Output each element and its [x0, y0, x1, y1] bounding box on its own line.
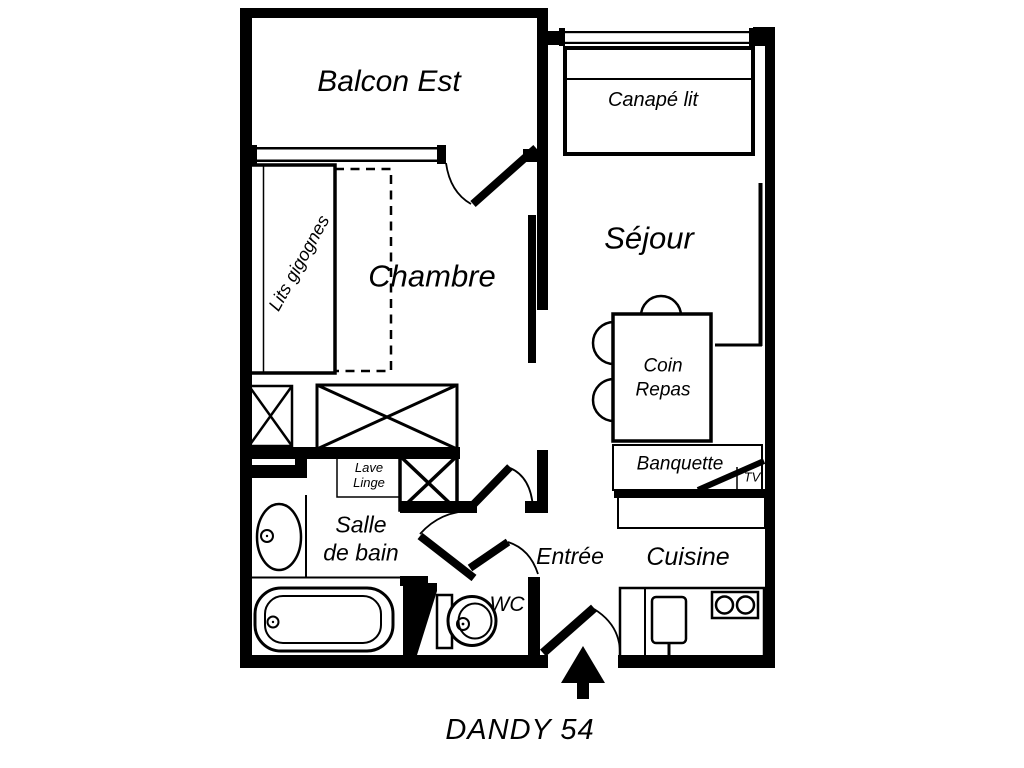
- lave-linge-line1: Lave: [354, 460, 384, 476]
- wall-sejour-cuisine: [614, 489, 770, 498]
- sofa-bed: [563, 46, 755, 156]
- wall-nib-window-left: [540, 31, 563, 45]
- furniture-label-banquette: Banquette: [636, 453, 724, 475]
- wall-wc-left-angled: [403, 583, 437, 655]
- dining-table: [611, 312, 713, 443]
- coin-repas-line2: Repas: [635, 379, 691, 400]
- wall-wc-right: [528, 577, 540, 658]
- tv-stand: [696, 458, 766, 493]
- nesting-beds: [245, 163, 337, 375]
- wall-wc-top: [400, 576, 428, 586]
- wardrobe-small: [247, 384, 294, 448]
- door-wc: [467, 538, 539, 575]
- door-entrance: [540, 604, 621, 657]
- bathroom-sink: [255, 502, 303, 572]
- entrance-arrow-icon: [561, 646, 605, 699]
- kitchen-counter: [618, 586, 766, 660]
- bench: [612, 444, 763, 491]
- cooktop-burner: [735, 595, 756, 615]
- room-label-entree: Entrée: [536, 543, 604, 570]
- room-label-sejour: Séjour: [604, 220, 694, 256]
- door-sejour: [468, 464, 534, 510]
- coin-repas-line1: Coin: [643, 355, 683, 377]
- wall-top: [240, 8, 548, 18]
- cooktop-burner: [714, 595, 735, 615]
- wall-step-connector: [295, 447, 307, 478]
- room-label-balcon-est: Balcon Est: [317, 65, 461, 99]
- wall-entree-sejour: [537, 450, 548, 513]
- room-label-wc: WC: [489, 593, 525, 617]
- window-chambre: [248, 145, 446, 164]
- toilet: [435, 593, 498, 650]
- room-label-chambre: Chambre: [368, 258, 496, 294]
- washing-machine: [336, 457, 401, 498]
- kitchen-bar: [617, 496, 766, 529]
- wall-nib-window-right: [753, 27, 775, 46]
- windows: [248, 28, 755, 164]
- furniture-label-canape-lit: Canapé lit: [607, 88, 699, 111]
- furniture: [242, 46, 766, 660]
- room-label-cuisine: Cuisine: [646, 543, 730, 571]
- wall-right: [765, 27, 775, 668]
- salle-de-bain-line2: de bain: [323, 539, 399, 565]
- wall-entree-foot: [525, 501, 548, 513]
- cooktop: [710, 590, 760, 620]
- sliding-panel: [528, 215, 536, 363]
- trundle-bed-dashed: [335, 167, 393, 373]
- wall-bottom-left: [240, 655, 548, 668]
- wardrobe-large: [315, 383, 459, 451]
- toilet-bowl: [446, 595, 498, 647]
- salle-de-bain-line1: Salle: [335, 511, 387, 538]
- door-bathroom: [417, 509, 478, 582]
- doors: [417, 145, 621, 657]
- furniture-label-tv: TV: [743, 469, 761, 485]
- bathtub: [253, 586, 395, 653]
- plan-title: DANDY 54: [445, 713, 595, 746]
- kitchen-sink: [650, 595, 688, 645]
- door-balcony: [445, 145, 539, 207]
- wall-step: [252, 465, 307, 478]
- lave-linge-line2: Linge: [353, 475, 385, 490]
- window-sejour: [559, 28, 755, 46]
